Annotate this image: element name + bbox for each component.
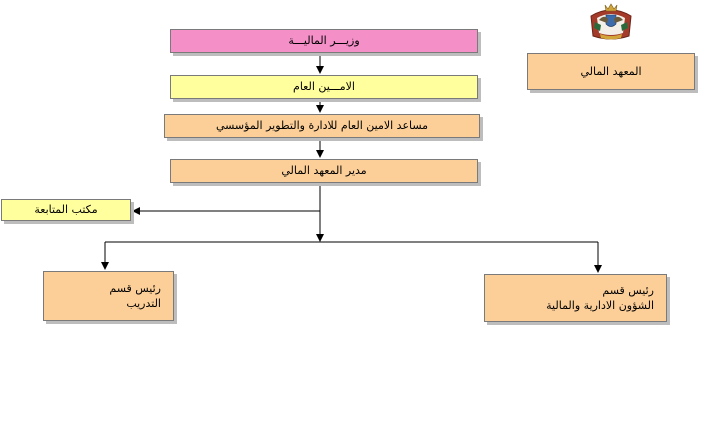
admin-finance-head-department: الشؤون الادارية والمالية [546,299,654,312]
minister-label: وزيـــر الماليـــة [288,34,360,48]
training-head-box: رئيس قسم التدريب [43,271,174,321]
follow-up-office-label: مكتب المتابعة [34,203,98,217]
secretary-general-label: الامـــين العام [293,80,355,94]
secretary-general-box: الامـــين العام [170,75,478,99]
admin-finance-head-title: رئيس قسم [602,283,654,297]
assistant-secretary-label: مساعد الامين العام للادارة والتطوير المؤ… [215,119,429,133]
minister-box: وزيـــر الماليـــة [170,29,478,53]
follow-up-office-box: مكتب المتابعة [1,199,131,221]
institute-label: المعهد المالي [580,64,642,78]
training-head-department: التدريب [126,297,161,310]
training-head-title: رئيس قسم [109,281,161,295]
institute-director-box: مدير المعهد المالي [170,159,478,183]
institute-label-box: المعهد المالي [527,53,695,90]
institute-director-label: مدير المعهد المالي [281,164,367,178]
admin-finance-head-box: رئيس قسم الشؤون الادارية والمالية [484,274,667,322]
jordan-coat-of-arms-icon [586,2,636,48]
assistant-secretary-box: مساعد الامين العام للادارة والتطوير المؤ… [164,114,480,138]
